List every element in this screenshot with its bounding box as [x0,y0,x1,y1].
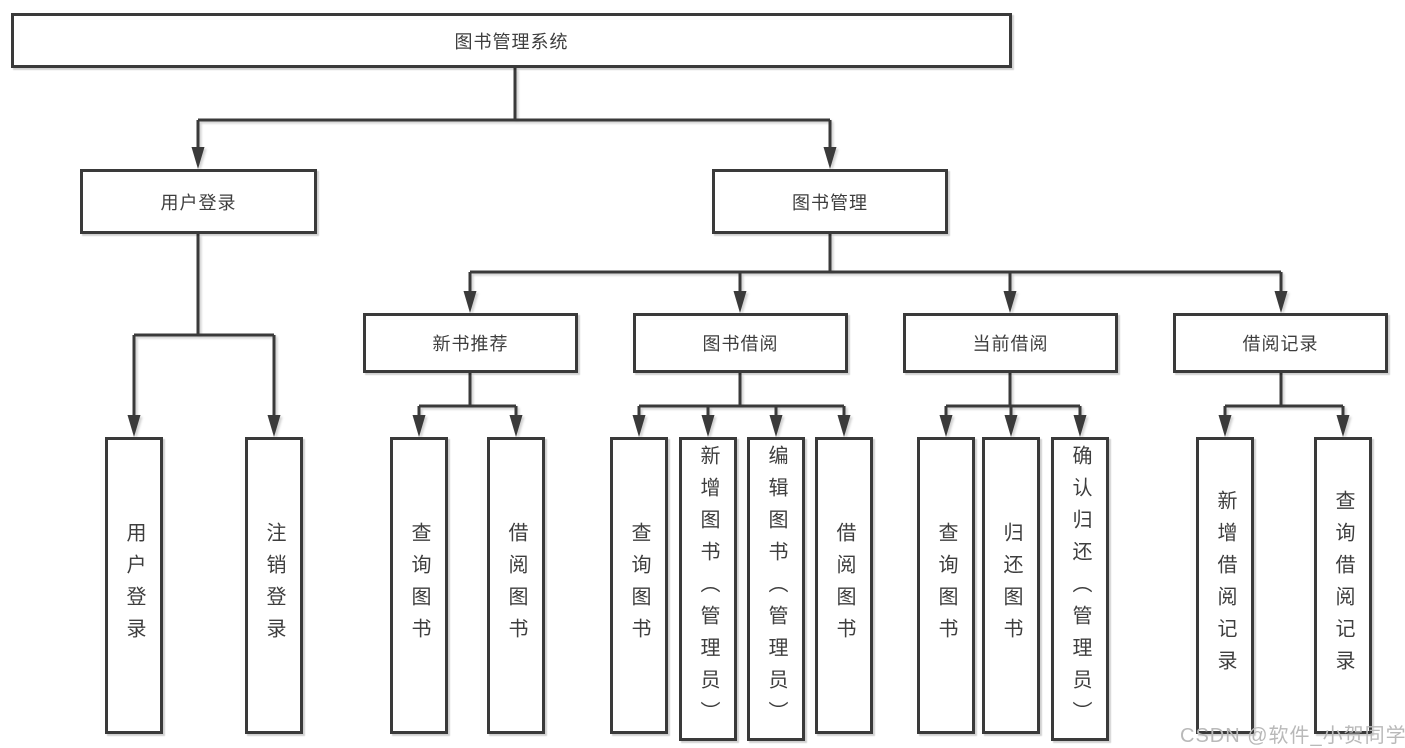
leaf-confirm-return-admin: 确认归还（管理员） [1051,437,1109,741]
leaf-user-login: 用户登录 [105,437,163,734]
node-label: 新书推荐 [432,334,509,354]
node-label: 图书管理系统 [454,31,569,52]
leaf-label: 查询图书 [408,521,430,650]
node-label: 用户登录 [160,192,237,213]
leaf-borrow-books-borrowing: 借阅图书 [815,437,873,734]
leaf-label: 新增借阅记录 [1214,489,1236,682]
leaf-query-books-current: 查询图书 [917,437,975,734]
node-label: 借阅记录 [1242,334,1319,354]
leaf-query-books-recommend: 查询图书 [390,437,448,734]
leaf-label: 新增图书（管理员） [697,445,719,733]
node-book-borrowing: 图书借阅 [633,313,848,373]
leaf-label: 归还图书 [1000,521,1022,650]
node-library-management-system: 图书管理系统 [11,13,1012,68]
leaf-query-books-borrowing: 查询图书 [610,437,668,734]
leaf-borrow-books-recommend: 借阅图书 [487,437,545,734]
leaf-label: 确认归还（管理员） [1069,445,1091,733]
leaf-label: 查询借阅记录 [1332,489,1354,682]
node-label: 图书借阅 [702,334,779,354]
node-label: 图书管理 [792,192,868,213]
leaf-label: 用户登录 [123,521,145,650]
node-user-login: 用户登录 [80,169,317,234]
node-label: 当前借阅 [972,334,1049,354]
leaf-add-borrow-record: 新增借阅记录 [1196,437,1254,734]
csdn-watermark: CSDN @软件_小贺同学 [1180,725,1405,747]
leaf-label: 查询图书 [628,521,650,650]
leaf-label: 借阅图书 [833,521,855,650]
leaf-logout: 注销登录 [245,437,303,734]
leaf-label: 编辑图书（管理员） [765,445,787,733]
node-new-book-recommend: 新书推荐 [363,313,578,373]
leaf-label: 注销登录 [263,521,285,650]
node-current-borrowing: 当前借阅 [903,313,1118,373]
node-book-management: 图书管理 [712,169,948,234]
leaf-edit-book-admin: 编辑图书（管理员） [747,437,805,741]
leaf-add-book-admin: 新增图书（管理员） [679,437,737,741]
leaf-return-book: 归还图书 [982,437,1040,734]
leaf-label: 借阅图书 [505,521,527,650]
leaf-query-borrow-record: 查询借阅记录 [1314,437,1372,734]
node-borrowing-records: 借阅记录 [1173,313,1388,373]
leaf-label: 查询图书 [935,521,957,650]
